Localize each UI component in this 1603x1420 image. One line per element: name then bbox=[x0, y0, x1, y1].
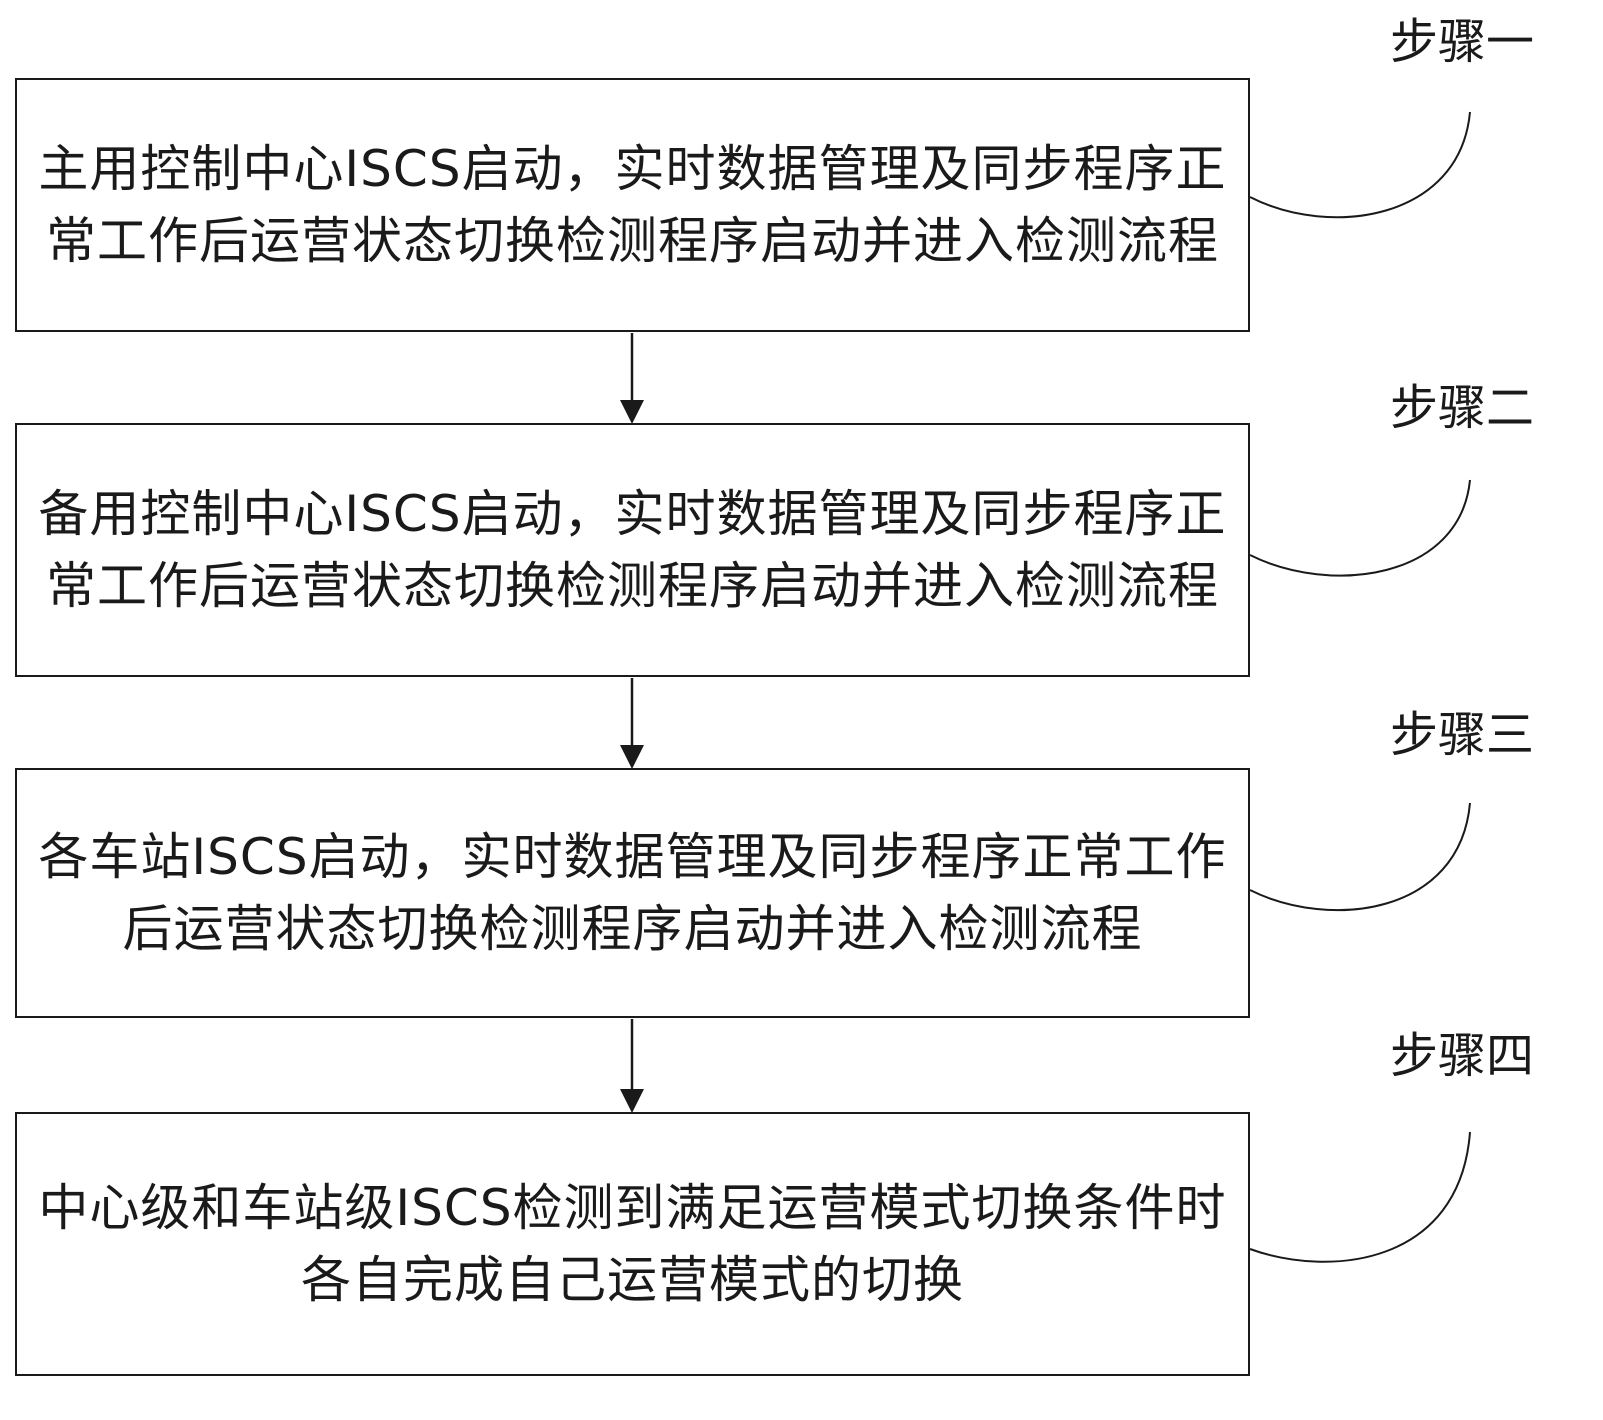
step-three-label: 步骤三 bbox=[1390, 707, 1535, 763]
arrowhead-2-3 bbox=[620, 745, 644, 769]
leader-line-2 bbox=[1249, 479, 1471, 577]
step-two-text: 备用控制中心ISCS启动，实时数据管理及同步程序正常工作后运营状态切换检测程序启… bbox=[38, 485, 1227, 615]
step-two-box: 备用控制中心ISCS启动，实时数据管理及同步程序正常工作后运营状态切换检测程序启… bbox=[15, 423, 1250, 677]
leader-line-3 bbox=[1249, 802, 1471, 912]
step-one-label: 步骤一 bbox=[1390, 14, 1535, 70]
step-two-label: 步骤二 bbox=[1390, 380, 1535, 436]
leader-line-1 bbox=[1249, 111, 1471, 219]
arrowhead-3-4 bbox=[620, 1089, 644, 1113]
step-four-label: 步骤四 bbox=[1390, 1028, 1535, 1084]
step-four-text: 中心级和车站级ISCS检测到满足运营模式切换条件时各自完成自己运营模式的切换 bbox=[38, 1179, 1227, 1309]
arrowhead-1-2 bbox=[620, 400, 644, 424]
step-four-box: 中心级和车站级ISCS检测到满足运营模式切换条件时各自完成自己运营模式的切换 bbox=[15, 1112, 1250, 1376]
step-one-box: 主用控制中心ISCS启动，实时数据管理及同步程序正常工作后运营状态切换检测程序启… bbox=[15, 78, 1250, 332]
step-three-box: 各车站ISCS启动，实时数据管理及同步程序正常工作后运营状态切换检测程序启动并进… bbox=[15, 768, 1250, 1018]
step-three-text: 各车站ISCS启动，实时数据管理及同步程序正常工作后运营状态切换检测程序启动并进… bbox=[38, 828, 1227, 958]
step-one-text: 主用控制中心ISCS启动，实时数据管理及同步程序正常工作后运营状态切换检测程序启… bbox=[38, 140, 1227, 270]
leader-line-4 bbox=[1249, 1131, 1471, 1263]
